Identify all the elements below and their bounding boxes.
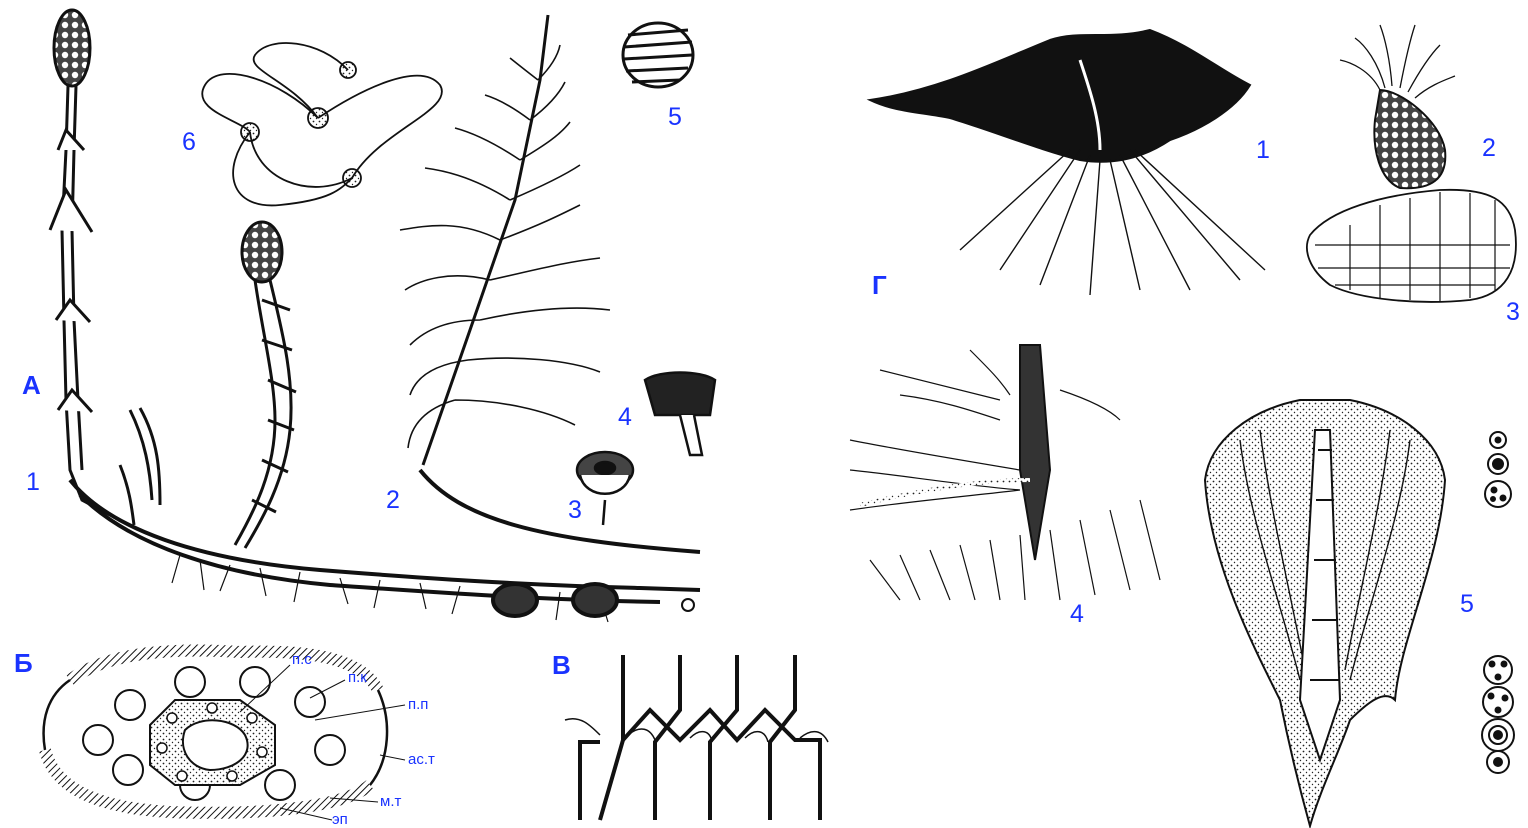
label-g-4: 4	[1070, 602, 1084, 627]
horsetail-young-shoot	[120, 222, 296, 548]
sporangiophore-top	[577, 452, 633, 525]
gametophyte-branched	[870, 30, 1265, 295]
spore-with-elaters	[202, 43, 442, 205]
horsetail-fertile-shoot	[50, 10, 110, 515]
label-a-1: 1	[26, 470, 40, 495]
label-pk: п.к	[348, 670, 367, 685]
label-a-5: 5	[668, 105, 682, 130]
young-sporophyte	[850, 345, 1160, 600]
stele-sections	[1482, 432, 1514, 773]
panel-label-v: В	[552, 652, 571, 678]
panel-label-a: А	[22, 372, 41, 398]
label-g-1: 1	[1256, 138, 1270, 163]
label-g-5: 5	[1460, 592, 1474, 617]
spore-coiled	[623, 23, 693, 87]
label-pp: п.п	[408, 697, 428, 712]
label-g-2: 2	[1482, 136, 1496, 161]
label-g-3: 3	[1506, 300, 1520, 325]
horsetail-sterile-shoot	[400, 15, 700, 552]
panel-label-b: Б	[14, 650, 33, 676]
label-a-4: 4	[618, 405, 632, 430]
label-a-3: 3	[568, 498, 582, 523]
label-ep: эп	[332, 812, 348, 827]
label-a-6: 6	[182, 130, 196, 155]
panel-label-g: Г	[872, 272, 887, 298]
stem-node-diagram	[565, 655, 828, 820]
cell-layer	[1307, 190, 1516, 302]
label-ast: ас.т	[408, 752, 435, 767]
label-mt: м.т	[380, 794, 401, 809]
sporangiophore-side	[645, 373, 715, 456]
label-ps: п.с	[292, 652, 312, 667]
sporangium-with-hairs	[1340, 25, 1455, 188]
label-a-2: 2	[386, 488, 400, 513]
sporophyte-longitudinal-section	[1205, 400, 1445, 826]
